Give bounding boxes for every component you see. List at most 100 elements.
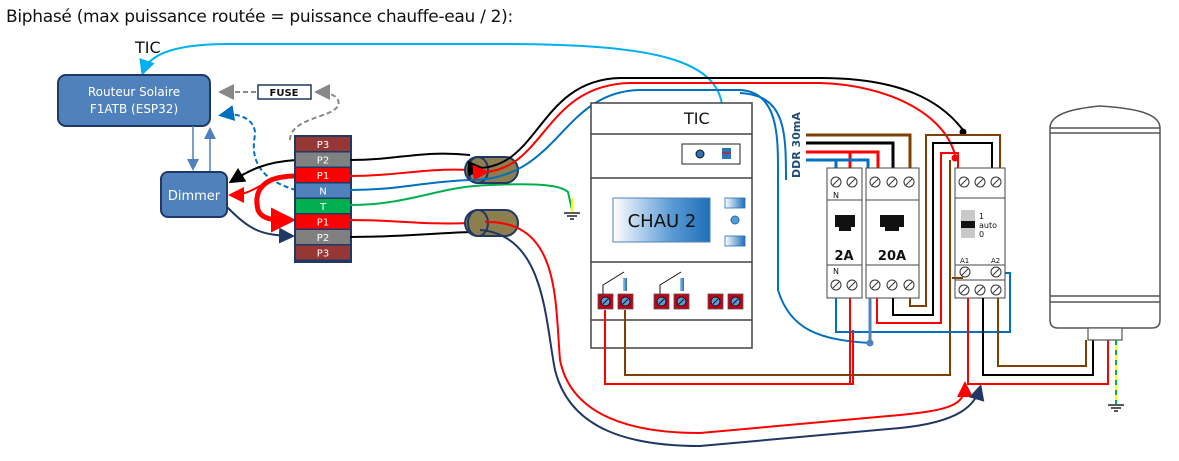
breaker-2a: N N 2A: [826, 167, 863, 299]
screw-terminal: [886, 176, 898, 188]
diagram-title: Biphasé (max puissance routée = puissanc…: [6, 7, 513, 27]
screw-terminal: [974, 176, 986, 188]
meter-button-up: [724, 197, 746, 209]
terminal-label: P1: [317, 171, 329, 182]
terminal-p3-0: P3: [296, 137, 350, 151]
terminal-p2-1: P2: [296, 152, 350, 167]
meter-terminal-screw: [597, 293, 614, 310]
solar-router-box: Routeur Solaire F1ATB (ESP32): [57, 74, 211, 127]
relay-brown-wire: [624, 160, 951, 376]
meter-terminal-screw: [727, 293, 744, 310]
meter-button-down: [724, 235, 746, 247]
contactor-mode-switch: [961, 221, 975, 228]
red-top-wire: [472, 82, 956, 181]
electric-meter: TIC CHAU 2: [590, 102, 753, 349]
contactor-a1: A1: [960, 257, 969, 265]
meter-tic-label: TIC: [683, 109, 710, 128]
screw-terminal: [990, 284, 1002, 296]
terminal-label: P2: [317, 233, 329, 244]
terminal-label: P3: [317, 249, 329, 260]
contactor-mode-0: 0: [979, 230, 984, 239]
breaker-out-black: [892, 142, 993, 316]
meter-terminal-screw: [617, 293, 634, 310]
black-junction-dot: [959, 128, 967, 136]
breaker-2a-neutral-top: N: [833, 191, 839, 200]
ddr-neutral-wire: [739, 92, 787, 181]
navy-bottom-wire: [479, 229, 985, 448]
screw-terminal: [974, 284, 986, 296]
p2-upper-wire: [349, 152, 471, 161]
breaker-2a-rating: 2A: [834, 249, 853, 264]
terminal-n-3: N: [296, 183, 350, 198]
meter-terminal-screw: [653, 293, 670, 310]
meter-screw-icon: [695, 149, 705, 159]
terminal-p3-7: P3: [296, 245, 350, 260]
neutral-wire: [349, 179, 471, 191]
terminal-p1-5: P1: [296, 214, 350, 229]
router-model: F1ATB (ESP32): [90, 102, 178, 116]
earth-wire: [349, 183, 573, 211]
supply-black: [806, 141, 895, 172]
terminal-p2-6: P2: [296, 230, 350, 244]
screw-terminal: [903, 176, 915, 188]
terminal-to-fuse-wire: [289, 84, 340, 141]
screw-terminal: [869, 279, 881, 291]
water-heater: [1049, 105, 1161, 341]
meter-display: [612, 197, 711, 243]
fuse-label: FUSE: [270, 88, 299, 99]
contactor-screws: [958, 176, 1002, 296]
neutral-long-wire: [469, 89, 871, 344]
contactor-mode-1: 1: [979, 212, 984, 221]
meter-led: [730, 215, 740, 225]
terminal-p1-2: P1: [296, 168, 350, 182]
screw-terminal: [959, 266, 971, 278]
screw-terminal: [990, 266, 1002, 278]
breaker-out-red: [876, 152, 959, 324]
breaker-screws: [830, 176, 915, 291]
black-top-wire: [467, 77, 964, 177]
tic-label-left: TIC: [134, 38, 161, 57]
p2-to-dimmer-wire: [228, 159, 297, 184]
red-junction-dot: [951, 154, 959, 162]
terminal-t-4: T: [296, 199, 350, 213]
ddr-label: DDR 30mA: [790, 112, 803, 178]
screw-terminal: [846, 176, 858, 188]
terminal-label: N: [319, 187, 326, 198]
meter-terminals: [597, 293, 744, 310]
ground-symbol-left: [564, 212, 580, 220]
contactor-out-brown: [997, 298, 1087, 367]
dimmer-out-to-p2-wire: [226, 206, 295, 244]
screw-terminal: [846, 279, 858, 291]
dimmer-box: Dimmer: [160, 171, 228, 218]
breaker-out-blue: [835, 272, 1011, 333]
screw-terminal: [830, 176, 842, 188]
breaker-out-brown: [909, 134, 1001, 307]
p1-bridge-arrow: [254, 173, 297, 233]
terminal-label: P3: [317, 140, 329, 151]
breaker-20a: 20A: [865, 167, 920, 299]
contactor-out-red: [967, 298, 1109, 385]
screw-terminal: [958, 176, 970, 188]
screw-terminal: [869, 176, 881, 188]
ground-symbol-right: [1108, 404, 1124, 412]
fuse: FUSE: [257, 84, 312, 100]
terminal-label: P1: [317, 218, 329, 229]
meter-terminal-screw: [673, 293, 690, 310]
p2-lower-wire: [349, 231, 471, 238]
router-name: Routeur Solaire: [88, 85, 180, 99]
supply-brown: [806, 133, 912, 172]
terminal-label: P2: [317, 156, 329, 167]
breaker-20a-rating: 20A: [878, 249, 906, 264]
screw-terminal: [958, 284, 970, 296]
screw-terminal: [886, 279, 898, 291]
screw-terminal: [903, 279, 915, 291]
contactor-a2: A2: [991, 257, 1000, 265]
dimmer-label: Dimmer: [168, 189, 221, 204]
relay-red-wire: [604, 310, 854, 385]
meter-display-text: CHAU 2: [628, 211, 697, 232]
screw-terminal: [990, 176, 1002, 188]
p1-upper-wire: [349, 168, 471, 177]
neutral-junction-dot: [866, 339, 874, 347]
meter-terminal-screw: [707, 293, 724, 310]
